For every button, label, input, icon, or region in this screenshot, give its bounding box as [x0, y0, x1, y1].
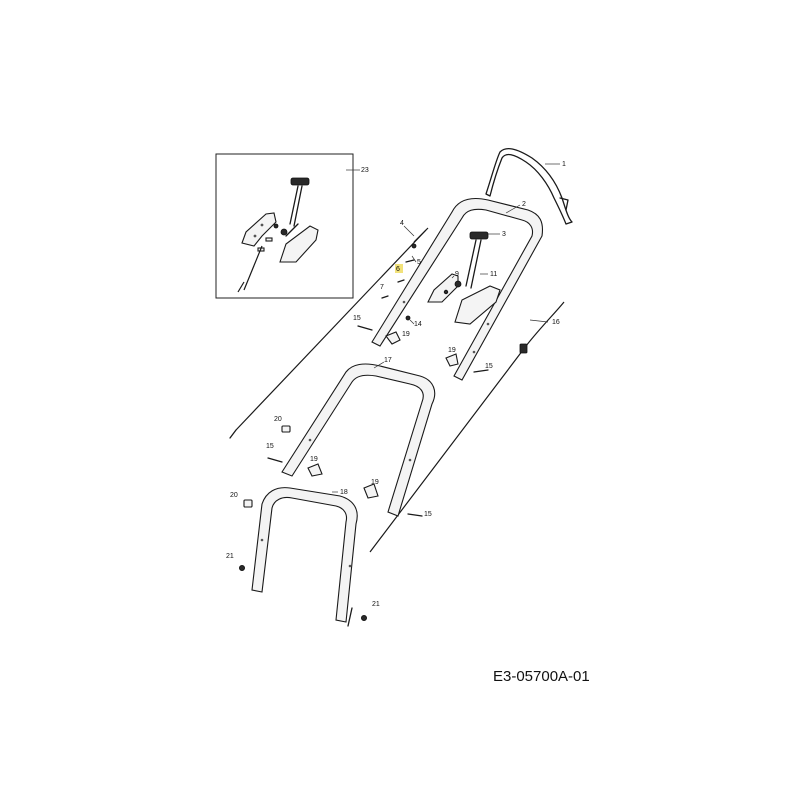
callout-5: 5 [417, 259, 421, 266]
middle-handle-17 [281, 363, 436, 517]
callout-2: 2 [522, 201, 526, 208]
callout-9: 9 [455, 271, 459, 278]
callout-19c: 19 [310, 456, 318, 463]
callout-6-highlight [395, 264, 403, 273]
callout-14: 14 [414, 321, 422, 328]
leader-lines [332, 163, 560, 493]
control-cable-16 [369, 301, 565, 553]
callout-15b: 15 [485, 363, 493, 370]
callout-19d: 19 [371, 479, 379, 486]
callout-19a: 19 [402, 331, 410, 338]
drawing-code: E3-05700A-01 [493, 668, 590, 685]
lower-handle-18 [251, 487, 358, 627]
callout-11: 11 [490, 271, 497, 278]
callout-labels: 1 2 3 4 5 6 7 9 11 14 15 15 15 15 16 17 … [226, 161, 566, 608]
callout-7: 7 [380, 284, 384, 291]
callout-15a: 15 [353, 315, 361, 322]
callout-21b: 21 [372, 601, 380, 608]
callout-15c: 15 [266, 443, 274, 450]
callout-3: 3 [502, 231, 506, 238]
callout-15d: 15 [424, 511, 432, 518]
callout-20a: 20 [274, 416, 282, 423]
callout-17: 17 [384, 357, 392, 364]
callout-6: 6 [396, 266, 400, 273]
inset-assembly-23 [215, 153, 360, 299]
bail-handle-1 [485, 147, 573, 225]
callout-4: 4 [400, 220, 404, 227]
callout-1: 1 [562, 161, 566, 168]
callout-23: 23 [361, 167, 369, 174]
hardware [238, 259, 489, 622]
upper-handle-2 [371, 197, 544, 381]
callout-19b: 19 [448, 347, 456, 354]
callout-18: 18 [340, 489, 348, 496]
callout-20b: 20 [230, 492, 238, 499]
callout-16: 16 [552, 319, 560, 326]
lever-assembly-3-11 [427, 231, 501, 325]
callout-21a: 21 [226, 553, 234, 560]
control-cable-4 [229, 227, 429, 439]
